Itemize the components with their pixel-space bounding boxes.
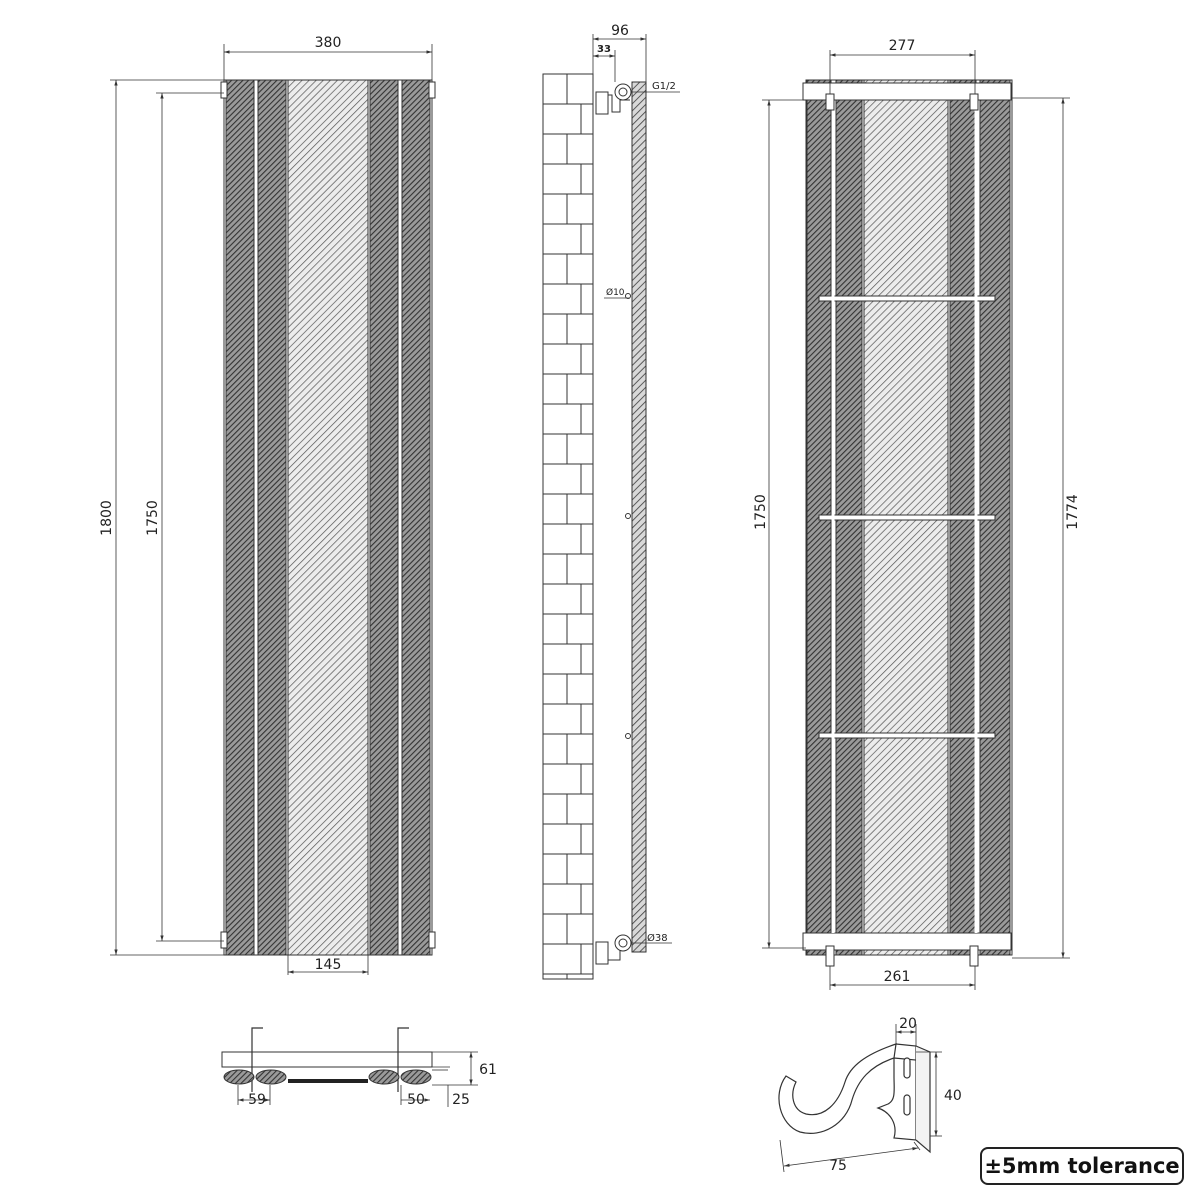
back-crossbar-3 xyxy=(818,732,996,739)
side-radiator-profile xyxy=(631,81,647,953)
tolerance-note: ±5mm tolerance xyxy=(980,1147,1184,1185)
bracket-slot-width-label: 20 xyxy=(899,1016,917,1032)
side-view: 96 33 G1/2 Ø10 Ø38 xyxy=(542,23,680,980)
back-crossbar-2 xyxy=(818,514,996,521)
back-top-width-label: 277 xyxy=(889,38,916,54)
bracket-dimensions: 20 40 75 xyxy=(779,1016,962,1174)
back-left-height-label: 1750 xyxy=(753,494,769,530)
front-view: 380 1800 1750 145 xyxy=(99,35,436,975)
bracket-reach-label: 75 xyxy=(829,1158,847,1174)
front-mirror-panel xyxy=(287,79,369,956)
front-width-label: 380 xyxy=(315,35,342,51)
plan-inner-label: 50 xyxy=(407,1092,425,1108)
back-top-rail xyxy=(802,82,1012,101)
front-tube-2 xyxy=(257,79,287,956)
plan-depth-label: 61 xyxy=(479,1062,497,1078)
brick-wall xyxy=(542,73,594,980)
front-panel-width-label: 145 xyxy=(315,957,342,973)
plan-gap-label: 25 xyxy=(452,1092,470,1108)
side-depth-label: 96 xyxy=(611,23,629,39)
front-tube-1 xyxy=(225,79,255,956)
back-bottom-rail xyxy=(802,932,1012,951)
front-centers-label: 1750 xyxy=(145,500,161,536)
front-height-label: 1800 xyxy=(99,500,115,536)
side-bottom-port-label: Ø38 xyxy=(647,932,668,944)
bracket-detail xyxy=(778,1043,931,1154)
plan-view: 59 50 25 61 xyxy=(221,1027,497,1108)
side-top-port-label: G1/2 xyxy=(652,81,676,92)
front-tube-3 xyxy=(369,79,399,956)
front-tube-4 xyxy=(401,79,431,956)
back-right-height-label: 1774 xyxy=(1065,494,1081,530)
plan-tube-width-label: 59 xyxy=(248,1092,266,1108)
back-crossbar-1 xyxy=(818,295,996,302)
side-pin-label: Ø10 xyxy=(606,287,625,298)
back-view: 277 261 1750 1774 xyxy=(753,38,1081,990)
side-offset-label: 33 xyxy=(597,44,611,55)
back-bottom-width-label: 261 xyxy=(884,969,911,985)
tolerance-text: ±5mm tolerance xyxy=(984,1154,1180,1178)
bracket-slot-height-label: 40 xyxy=(944,1088,962,1104)
